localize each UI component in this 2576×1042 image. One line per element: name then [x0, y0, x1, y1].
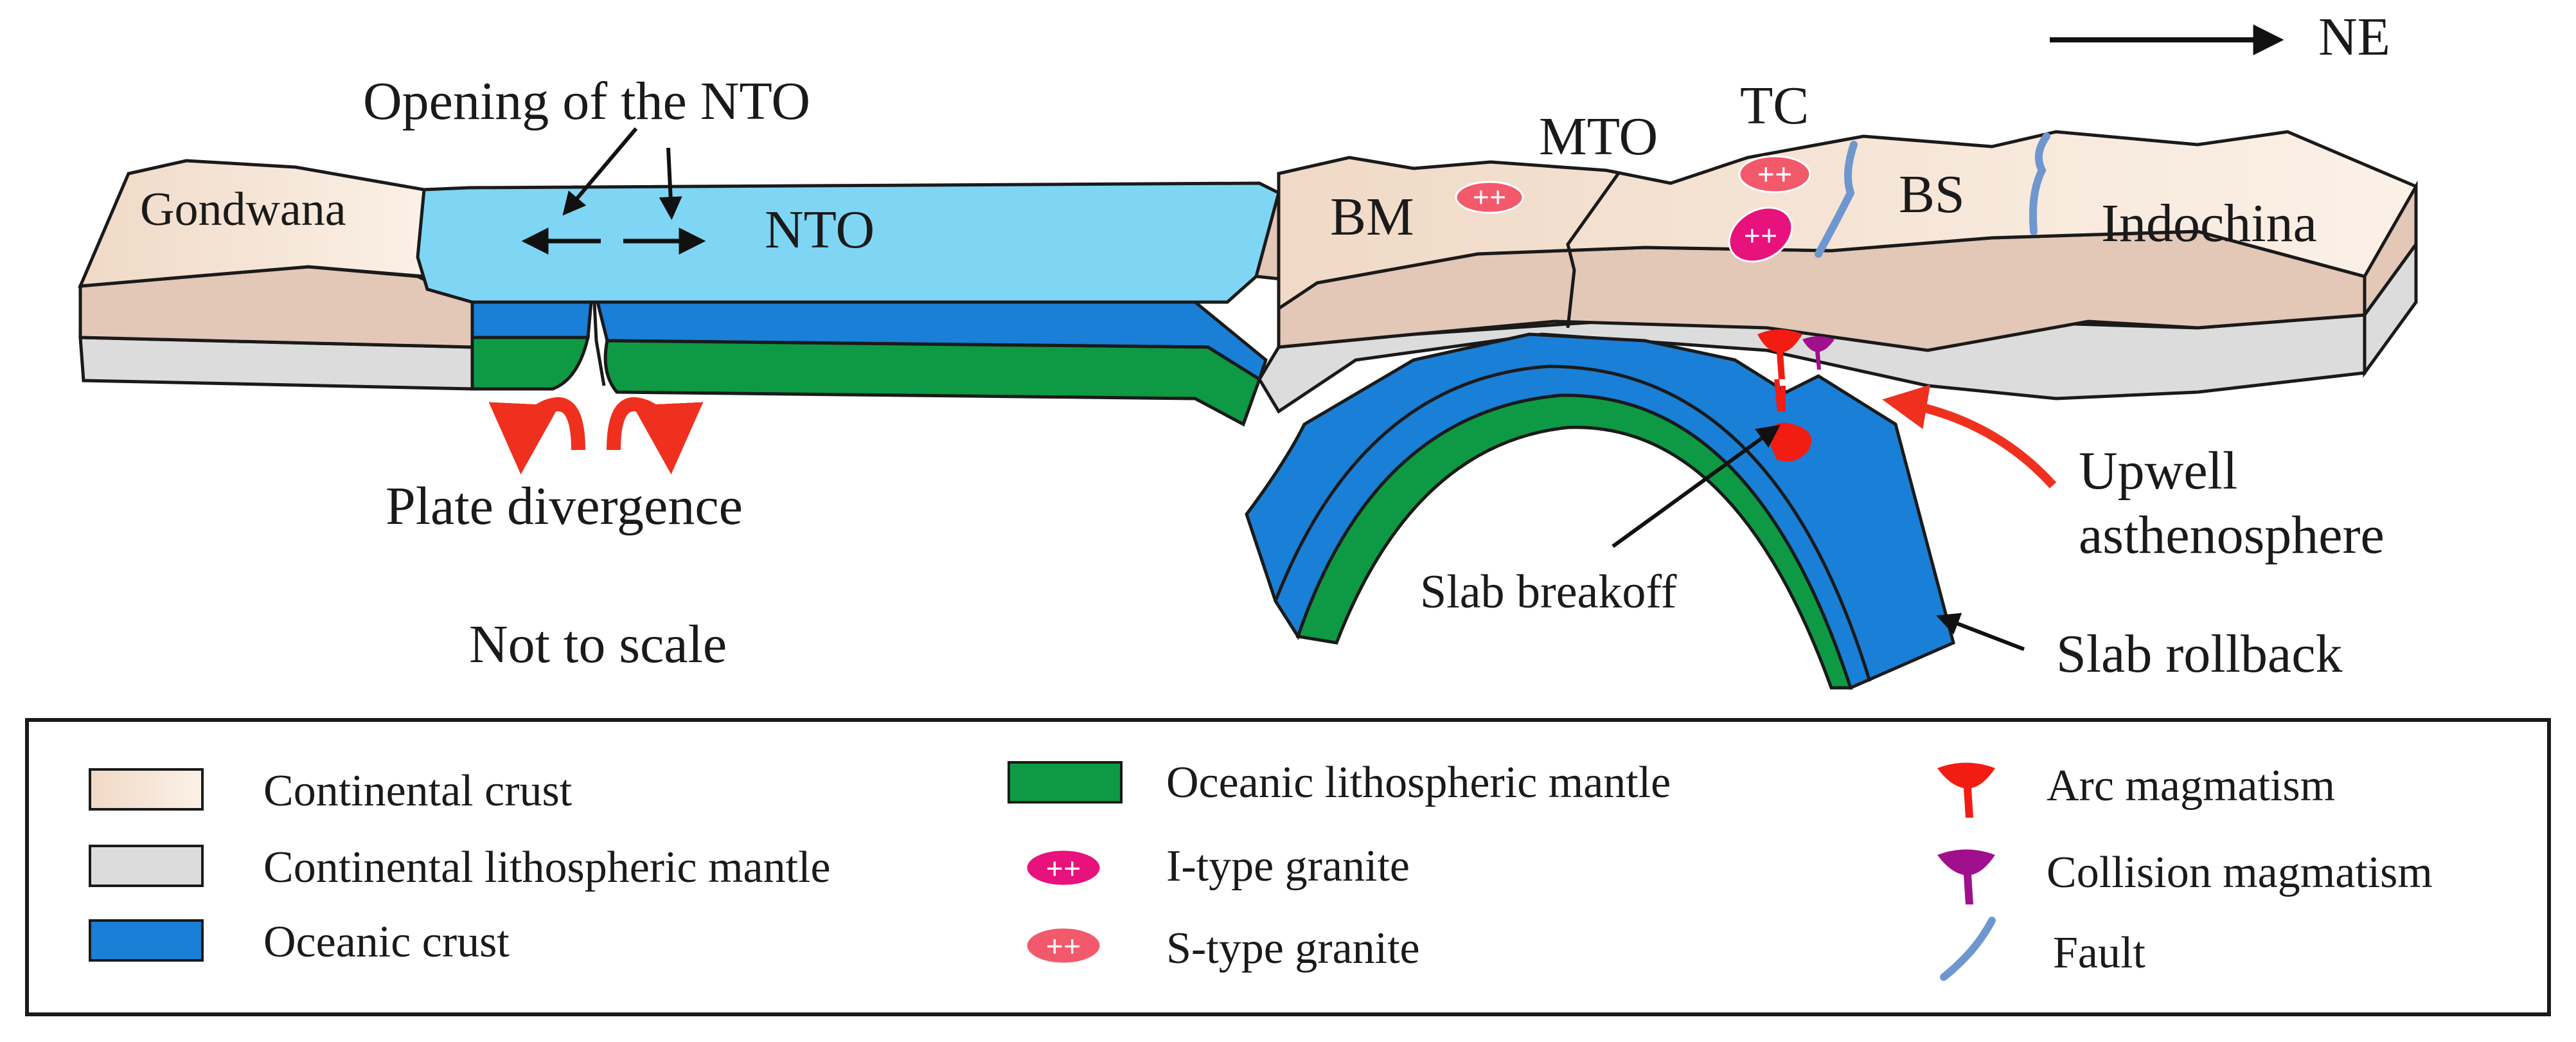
s-type-granite-bm: ++ — [1455, 181, 1524, 214]
legend-label-arc-magmatism: Arc magmatism — [2047, 761, 2335, 811]
legend-swatch-oceanic-crust — [89, 919, 204, 962]
slab-rollback-label: Slab rollback — [2056, 624, 2343, 684]
legend-label-continental-mantle: Continental lithospheric mantle — [263, 843, 831, 892]
slab-inner-line — [1274, 364, 1872, 682]
svg-text:++: ++ — [1046, 852, 1081, 886]
right-upper-crust — [1277, 130, 2418, 312]
slab-breakoff-arrow — [1612, 424, 1781, 548]
legend-fault-icon — [1940, 917, 1996, 981]
bs-label: BS — [1899, 165, 1965, 224]
legend: Continental crust Continental lithospher… — [25, 718, 2551, 1016]
legend-swatch-continental-mantle — [89, 845, 204, 887]
collision-magmatism-symbol — [1802, 336, 1834, 370]
upwell-label-line2: asthenosphere — [2079, 505, 2385, 565]
svg-text:++: ++ — [1757, 157, 1793, 192]
subducting-slab-crust — [1245, 332, 1955, 690]
legend-label-continental-crust: Continental crust — [263, 766, 573, 816]
s-type-granite-tc: ++ — [1738, 155, 1811, 193]
opening-label: Opening of the NTO — [363, 71, 810, 131]
legend-label-s-type-granite: S-type granite — [1166, 924, 1420, 973]
upwell-arrow — [1882, 384, 2057, 489]
subducting-slab-mantle — [1295, 393, 1853, 690]
legend-swatch-continental-crust — [89, 768, 204, 811]
mto-suture — [1566, 171, 1621, 328]
left-oceanic-crust — [470, 300, 593, 339]
not-to-scale-label: Not to scale — [469, 615, 727, 674]
gondwana-label: Gondwana — [140, 183, 346, 236]
right-side-face-lower — [2363, 239, 2418, 378]
fault-line-2 — [2029, 132, 2050, 235]
legend-label-i-type-granite: I-type granite — [1166, 841, 1410, 891]
fault-line-1 — [1815, 141, 1858, 258]
i-type-granite-tc: ++ — [1728, 206, 1793, 263]
upwell-label-line1: Upwell — [2079, 441, 2237, 501]
plate-divergence-label: Plate divergence — [386, 476, 743, 536]
opening-arrow-right — [659, 147, 682, 220]
cross-section: ++ ++ ++ — [78, 24, 2418, 690]
divergence-arrow-right — [607, 397, 704, 474]
svg-text:++: ++ — [1473, 181, 1506, 213]
legend-s-type-granite-icon: ++ — [1025, 926, 1102, 965]
svg-text:++: ++ — [1744, 219, 1777, 252]
tc-label: TC — [1740, 76, 1809, 136]
divergence-arrow-left — [488, 397, 585, 474]
opening-arrow-left — [562, 127, 638, 216]
slab-breakoff-label: Slab breakoff — [1420, 566, 1677, 618]
slab-rollback-arrow — [1936, 613, 2025, 651]
spreading-axis — [592, 301, 606, 386]
legend-label-oceanic-crust: Oceanic crust — [263, 917, 510, 967]
legend-label-fault: Fault — [2053, 928, 2145, 978]
right-oceanic-mantle — [603, 339, 1262, 427]
legend-frame — [25, 718, 2551, 1016]
legend-i-type-granite-icon: ++ — [1025, 849, 1102, 887]
legend-label-collision-magmatism: Collision magmatism — [2047, 848, 2433, 897]
legend-swatch-oceanic-mantle — [1008, 761, 1123, 804]
mto-label: MTO — [1539, 107, 1658, 166]
nto-label: NTO — [765, 200, 875, 260]
svg-text:++: ++ — [1046, 930, 1081, 964]
arc-magmatism-symbol — [1757, 329, 1802, 379]
left-oceanic-mantle — [470, 336, 591, 391]
bm-label: BM — [1330, 187, 1414, 247]
indochina-label: Indochina — [2101, 193, 2317, 253]
legend-arc-magmatism-icon — [1937, 762, 1995, 818]
direction-label: NE — [2318, 7, 2390, 67]
legend-label-oceanic-mantle: Oceanic lithospheric mantle — [1166, 758, 1671, 807]
legend-collision-magmatism-icon — [1937, 849, 1995, 904]
